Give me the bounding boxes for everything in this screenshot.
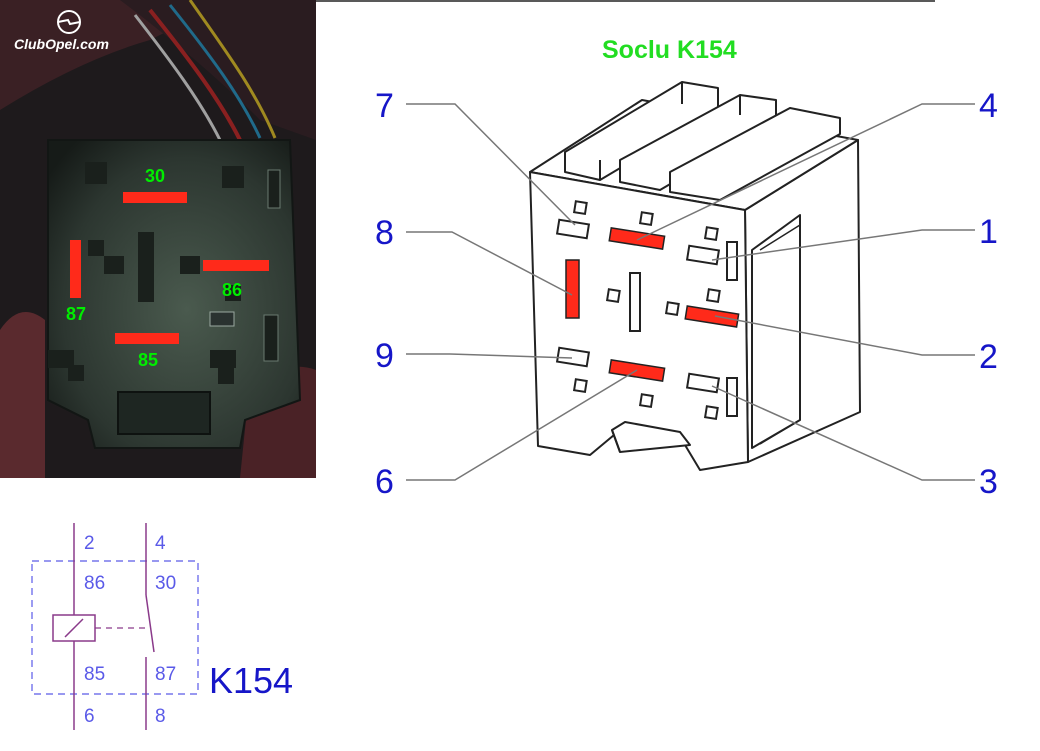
socket-photo: 30 86 87 85 ClubOpel.com bbox=[0, 0, 316, 478]
pin-label-2: 2 bbox=[979, 338, 998, 376]
pin-labels: 7 8 9 6 4 1 2 3 bbox=[375, 87, 998, 501]
schematic-pin-6: 6 bbox=[84, 706, 95, 727]
photo-label-86: 86 bbox=[222, 280, 242, 300]
photo-label-87: 87 bbox=[66, 304, 86, 324]
pin-label-6: 6 bbox=[375, 463, 394, 501]
schematic-dashed-box bbox=[31, 560, 199, 695]
relay-name: K154 bbox=[209, 660, 293, 701]
terminal-8 bbox=[565, 259, 580, 319]
schematic-pin-8: 8 bbox=[155, 706, 166, 727]
clubopel-logo: ClubOpel.com bbox=[14, 10, 109, 52]
pin-label-8: 8 bbox=[375, 214, 394, 252]
photo-terminal-30 bbox=[123, 192, 187, 203]
pin-label-1: 1 bbox=[979, 213, 998, 251]
photo-label-85: 85 bbox=[138, 350, 158, 370]
leader-lines bbox=[406, 103, 975, 481]
photo-terminal-85 bbox=[115, 333, 179, 344]
schematic-terminal-87: 87 bbox=[155, 664, 176, 685]
relay-switch-icon bbox=[145, 594, 155, 653]
schematic-pin-4: 4 bbox=[155, 533, 166, 554]
brand-text: ClubOpel.com bbox=[14, 36, 109, 52]
terminal-4 bbox=[608, 226, 666, 250]
photo-terminal-87 bbox=[70, 240, 81, 298]
schematic-terminal-86: 86 bbox=[84, 573, 105, 594]
pin-label-4: 4 bbox=[979, 87, 998, 125]
relay-schematic: 2 4 86 30 85 87 6 8 K154 bbox=[31, 523, 293, 730]
socket-red-terminals bbox=[565, 226, 740, 382]
socket-cavities bbox=[555, 200, 738, 421]
schematic-terminal-85: 85 bbox=[84, 664, 105, 685]
pin-label-9: 9 bbox=[375, 337, 394, 375]
diagram-title: Soclu K154 bbox=[602, 36, 737, 64]
photo-terminal-86 bbox=[203, 260, 269, 271]
photo-label-30: 30 bbox=[145, 166, 165, 186]
schematic-terminal-30: 30 bbox=[155, 573, 176, 594]
pin-label-3: 3 bbox=[979, 463, 998, 501]
pin-label-7: 7 bbox=[375, 87, 394, 125]
schematic-pin-2: 2 bbox=[84, 533, 95, 554]
